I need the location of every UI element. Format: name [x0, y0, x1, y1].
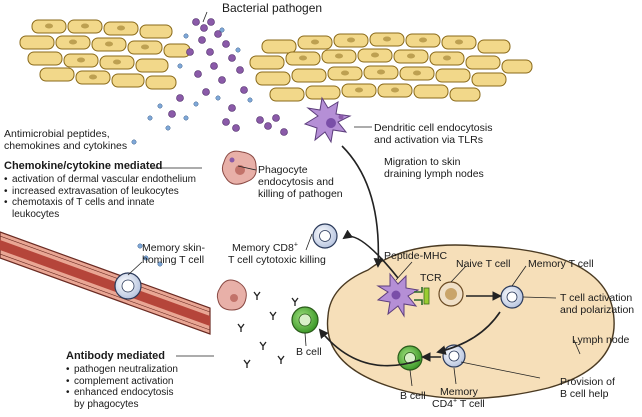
- memory-skin-label-2: homing T cell: [142, 254, 205, 266]
- chemokine-heading: Chemokine/cytokine mediated: [4, 160, 163, 172]
- tcr-mhc-complex: [414, 287, 430, 305]
- bacterial-pathogen-label: Bacterial pathogen: [222, 1, 323, 15]
- b-cell: [291, 306, 319, 334]
- memory-cd4-t-cell: [442, 344, 466, 368]
- memory-skin-homing-t-cell: [114, 272, 142, 300]
- chemokine-list: activation of dermal vascular endotheliu…: [4, 174, 196, 209]
- dendritic-cell: [303, 96, 352, 144]
- activation-label-2: and polarization: [560, 304, 635, 316]
- arrows: [318, 145, 502, 367]
- skin-epithelium: [19, 19, 533, 102]
- antibody-item: pathogen neutralization: [66, 364, 178, 376]
- target-cell: [216, 279, 247, 311]
- chemokine-item: chemotaxis of T cells and innate: [4, 197, 196, 209]
- lymph-node-dendritic-cell: [376, 272, 420, 318]
- cd8-label-2: T cell cytotoxic killing: [228, 254, 326, 266]
- b-cell-bottom-label: B cell: [400, 390, 426, 402]
- dendritic-label-1: Dendritic cell endocytosis: [374, 122, 493, 134]
- b-cell-label: B cell: [296, 346, 322, 358]
- antibody-item: enhanced endocytosis: [66, 387, 178, 399]
- memory-skin-label-1: Memory skin-: [142, 242, 206, 254]
- cd8-label-1: Memory CD8+: [232, 241, 298, 255]
- lymph-node-label: Lymph node: [572, 334, 630, 346]
- phagocyte-label-1: Phagocyte: [258, 164, 308, 176]
- naive-t-cell: [438, 281, 464, 307]
- chemokine-item: activation of dermal vascular endotheliu…: [4, 174, 196, 186]
- lymph-node-b-cell: [397, 345, 423, 371]
- antimicrobial-label-2: chemokines and cytokines: [4, 140, 128, 152]
- memory-cd4-label-2: CD4+ T cell: [432, 397, 485, 411]
- antibody-heading: Antibody mediated: [66, 350, 166, 362]
- phagocyte-label-2: endocytosis and: [258, 176, 334, 188]
- naive-t-label: Naive T cell: [456, 258, 511, 270]
- migration-label-2: draining lymph nodes: [384, 168, 484, 180]
- memory-cd8-t-cell: [312, 223, 338, 249]
- memory-t-cell: [500, 285, 524, 309]
- memory-cd4-label-1: Memory: [440, 386, 478, 398]
- peptide-mhc-label: Peptide-MHC: [384, 250, 448, 262]
- chemokine-item-continued: leukocytes: [12, 209, 60, 220]
- tcr-label: TCR: [420, 272, 442, 284]
- phagocyte-label-3: killing of pathogen: [258, 188, 343, 200]
- antimicrobial-label-1: Antimicrobial peptides,: [4, 128, 110, 140]
- migration-label-1: Migration to skin: [384, 156, 461, 168]
- antibody-list: pathogen neutralization complement activ…: [66, 364, 178, 399]
- activation-label-1: T cell activation: [560, 292, 633, 304]
- dendritic-label-2: and activation via TLRs: [374, 134, 483, 146]
- provision-label-1: Provision of: [560, 376, 615, 388]
- bacteria-cluster: [168, 18, 288, 136]
- antibodies: [237, 291, 299, 368]
- antibody-item-continued: by phagocytes: [74, 399, 139, 410]
- chemokine-item: increased extravasation of leukocytes: [4, 186, 196, 198]
- phagocyte: [221, 150, 257, 185]
- provision-label-2: B cell help: [560, 388, 609, 400]
- memory-t-label: Memory T cell: [528, 258, 594, 270]
- antibody-item: complement activation: [66, 376, 178, 388]
